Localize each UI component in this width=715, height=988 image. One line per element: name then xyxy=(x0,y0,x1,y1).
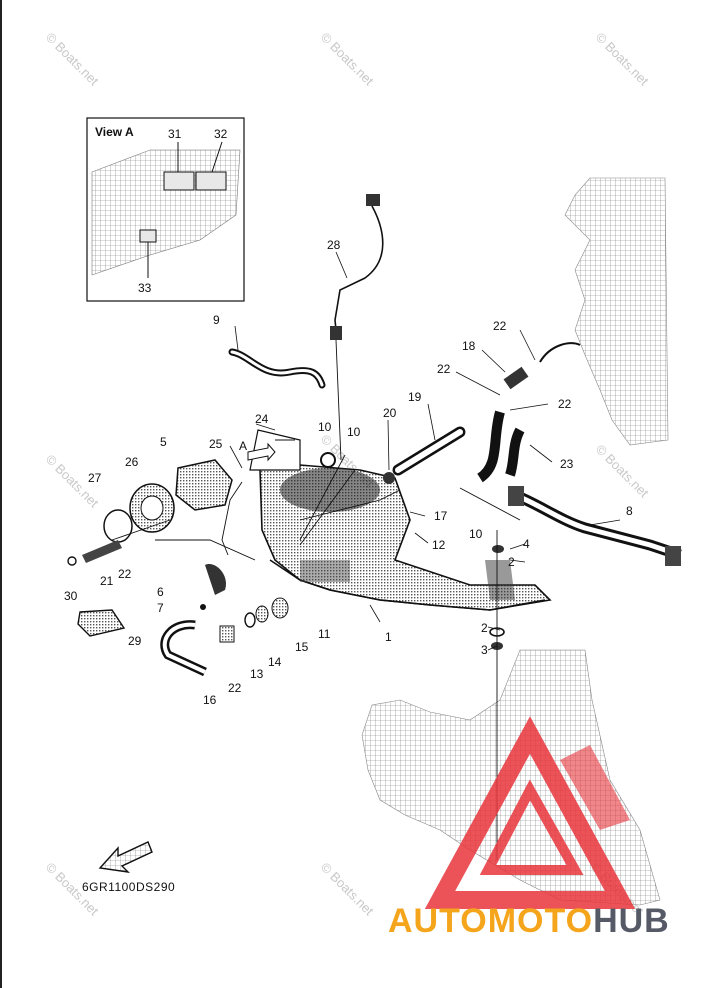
callout-10: 10 xyxy=(318,420,332,434)
callout-12: 12 xyxy=(432,538,446,552)
page-border xyxy=(0,0,2,988)
callout-10: 10 xyxy=(469,527,483,541)
view-arrow-a xyxy=(247,442,276,462)
washer-10 xyxy=(320,452,336,468)
callout-27: 27 xyxy=(88,471,102,485)
callout-22: 22 xyxy=(493,319,507,333)
callout-8: 8 xyxy=(626,504,633,518)
callout-15: 15 xyxy=(295,640,309,654)
callout-2: 2 xyxy=(481,621,488,635)
callout-1: 1 xyxy=(385,630,392,644)
leader-lines xyxy=(111,439,521,860)
ring-27 xyxy=(103,509,133,543)
callout-14: 14 xyxy=(268,655,282,669)
washer-4 xyxy=(492,545,504,553)
callout-13: 13 xyxy=(250,667,264,681)
callout-7: 7 xyxy=(157,601,164,615)
view-a-label-32: 32 xyxy=(214,127,228,141)
callout-30: 30 xyxy=(64,589,78,603)
callout-22: 22 xyxy=(118,567,132,581)
view-a-label-31: 31 xyxy=(168,127,182,141)
part-13 xyxy=(219,625,235,643)
part-14 xyxy=(244,612,256,628)
watermark-text: © Boats.net xyxy=(593,442,652,501)
callout-22: 22 xyxy=(437,362,451,376)
callout-17: 17 xyxy=(434,509,448,523)
hose-23-b xyxy=(505,427,525,477)
part-30 xyxy=(67,556,77,566)
callout-25: 25 xyxy=(209,437,223,451)
brand-logo-icon xyxy=(424,716,636,909)
part-11 xyxy=(271,597,289,619)
callout-26: 26 xyxy=(125,455,139,469)
callout-2: 2 xyxy=(508,555,515,569)
view-a-label-33: 33 xyxy=(138,281,152,295)
callout-22: 22 xyxy=(558,397,572,411)
callout-19: 19 xyxy=(408,390,422,404)
part-7 xyxy=(200,604,206,610)
callout-3: 3 xyxy=(481,643,488,657)
callout-29: 29 xyxy=(128,634,142,648)
callout-11: 11 xyxy=(318,627,331,641)
callout-21: 21 xyxy=(100,574,114,588)
callout-24: 24 xyxy=(255,412,269,426)
watermark-text: © Boats.net xyxy=(593,30,652,89)
brand-wordmark: AUTOMOTOHUB xyxy=(388,902,670,941)
front-arrow-icon xyxy=(98,841,153,873)
washer-20 xyxy=(383,472,395,484)
callout-16: 16 xyxy=(203,693,217,707)
callout-20: 20 xyxy=(383,406,397,420)
part-21 xyxy=(82,540,122,563)
fitting-18 xyxy=(503,366,529,390)
callout-18: 18 xyxy=(462,339,476,353)
watermark-text: © Boats.net xyxy=(318,860,377,919)
watermark-text: © Boats.net xyxy=(318,30,377,89)
callout-4: 4 xyxy=(523,537,530,551)
watermark-text: © Boats.net xyxy=(43,30,102,89)
part-15 xyxy=(255,605,269,623)
hose-23-a xyxy=(476,410,505,483)
brand-part-1: AUTOMOTO xyxy=(388,902,594,940)
diagram-code: 6GR1100DS290 xyxy=(82,880,176,894)
callout-28: 28 xyxy=(327,238,341,252)
main-housing xyxy=(249,429,552,611)
callout-9: 9 xyxy=(213,313,220,327)
callout-10: 10 xyxy=(347,425,361,439)
part-5 xyxy=(175,459,233,511)
view-a-inset: View A 31 32 33 xyxy=(86,117,245,302)
background-hull-upper-right xyxy=(564,177,669,446)
part-29 xyxy=(77,609,126,637)
clamp-6 xyxy=(205,564,226,595)
view-a-title: View A xyxy=(95,125,134,139)
callout-6: 6 xyxy=(157,585,164,599)
view-marker: A xyxy=(239,439,247,453)
callout-leaders xyxy=(229,251,621,651)
callout-5: 5 xyxy=(160,435,167,449)
callout-23: 23 xyxy=(560,457,574,471)
callout-22: 22 xyxy=(228,681,242,695)
cable-28 xyxy=(330,194,384,461)
brand-part-2: HUB xyxy=(593,902,670,940)
